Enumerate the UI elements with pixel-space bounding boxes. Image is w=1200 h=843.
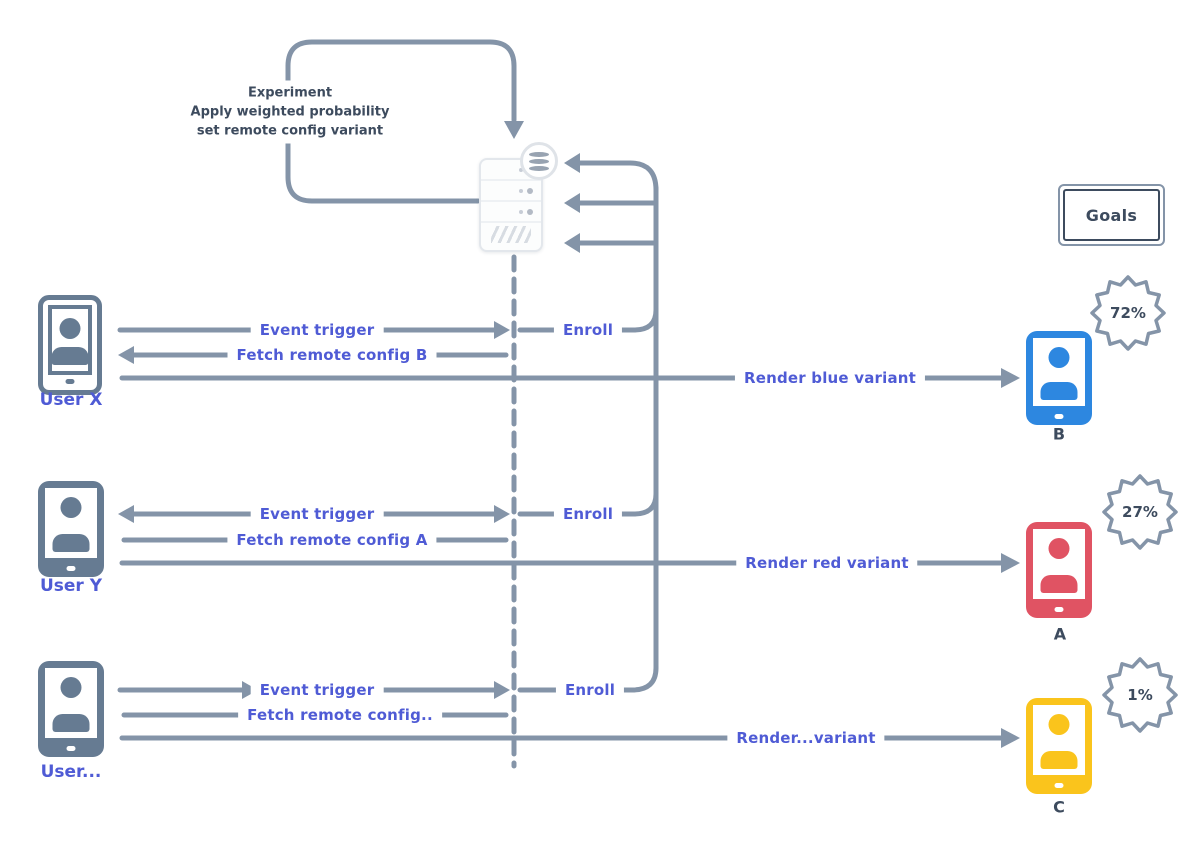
user-x-label: User X (39, 390, 103, 410)
event-trigger-label-3: Event trigger (250, 680, 384, 700)
arrowhead-right (1001, 728, 1020, 748)
event-trigger-label-2: Event trigger (250, 504, 384, 524)
starburst-badge-icon: 1% (1100, 655, 1180, 735)
home-button-icon (66, 566, 76, 571)
arrowhead-down (504, 121, 524, 139)
enroll-label-1: Enroll (553, 320, 623, 340)
starburst-badge-icon: 72% (1088, 273, 1168, 353)
user-y-device (38, 481, 104, 577)
render-label-2: Render red variant (736, 553, 918, 573)
arrowhead-left (564, 233, 580, 253)
arrowhead-right (242, 681, 258, 699)
server-vents (491, 226, 531, 243)
home-button-icon (1054, 783, 1064, 788)
home-button-icon (66, 746, 76, 751)
arrowhead-left (118, 346, 134, 364)
enroll-line-2 (517, 491, 659, 517)
variant-c-device (1026, 698, 1092, 794)
user-avatar-icon (45, 488, 97, 558)
arrowhead-left (564, 193, 580, 213)
percent-a: 27% (1122, 503, 1158, 521)
fetch-config-label-1: Fetch remote config B (227, 345, 437, 365)
server-slat (481, 181, 541, 202)
enroll-line-1 (517, 307, 659, 333)
home-button-icon (65, 379, 75, 384)
experiment-loop-arrow (285, 39, 524, 204)
variant-b-device (1026, 331, 1092, 425)
home-button-icon (1054, 414, 1064, 419)
variant-a-letter: A (1053, 624, 1067, 644)
user-avatar-icon (1033, 705, 1085, 775)
starburst-badge-icon: 27% (1100, 472, 1180, 552)
user-x-device (38, 295, 102, 395)
user-n-label: User... (40, 762, 102, 782)
variant-c-letter: C (1053, 797, 1065, 817)
render-label-3: Render...variant (727, 728, 885, 748)
user-n-device (38, 661, 104, 757)
enroll-label-2: Enroll (553, 504, 623, 524)
experiment-note-line: Experiment (247, 85, 333, 101)
user-avatar-icon (48, 305, 92, 375)
fetch-config-label-3: Fetch remote config.. (238, 705, 442, 725)
event-trigger-label-1: Event trigger (250, 320, 384, 340)
experiment-note: Experiment Apply weighted probability se… (184, 80, 396, 144)
goals-label: Goals (1063, 189, 1160, 241)
percent-b: 72% (1110, 304, 1146, 322)
variant-a-device (1026, 522, 1092, 618)
percent-c: 1% (1127, 686, 1153, 704)
user-avatar-icon (1033, 338, 1085, 406)
enroll-collector-line (517, 153, 659, 693)
server-slat (481, 202, 541, 223)
user-avatar-icon (45, 668, 97, 738)
arrowhead-left (564, 153, 580, 173)
user-avatar-icon (1033, 529, 1085, 599)
enroll-label-3: Enroll (555, 680, 625, 700)
experiment-note-line: set remote config variant (196, 123, 384, 139)
arrowhead-right (494, 505, 510, 523)
database-badge-icon (520, 142, 558, 180)
goals-box: Goals (1058, 184, 1165, 246)
render-label-1: Render blue variant (734, 368, 926, 388)
arrowhead-right (1001, 368, 1020, 388)
fetch-config-label-2: Fetch remote config A (227, 530, 437, 550)
arrowhead-left (118, 505, 134, 523)
experiment-note-line: Apply weighted probability (190, 104, 390, 120)
arrowhead-right (494, 681, 510, 699)
home-button-icon (1054, 607, 1064, 612)
enroll-line-3 (517, 665, 659, 693)
variant-b-letter: B (1052, 424, 1066, 444)
arrowhead-right (1001, 553, 1020, 573)
user-y-label: User Y (39, 576, 103, 596)
arrowhead-right (494, 321, 510, 339)
